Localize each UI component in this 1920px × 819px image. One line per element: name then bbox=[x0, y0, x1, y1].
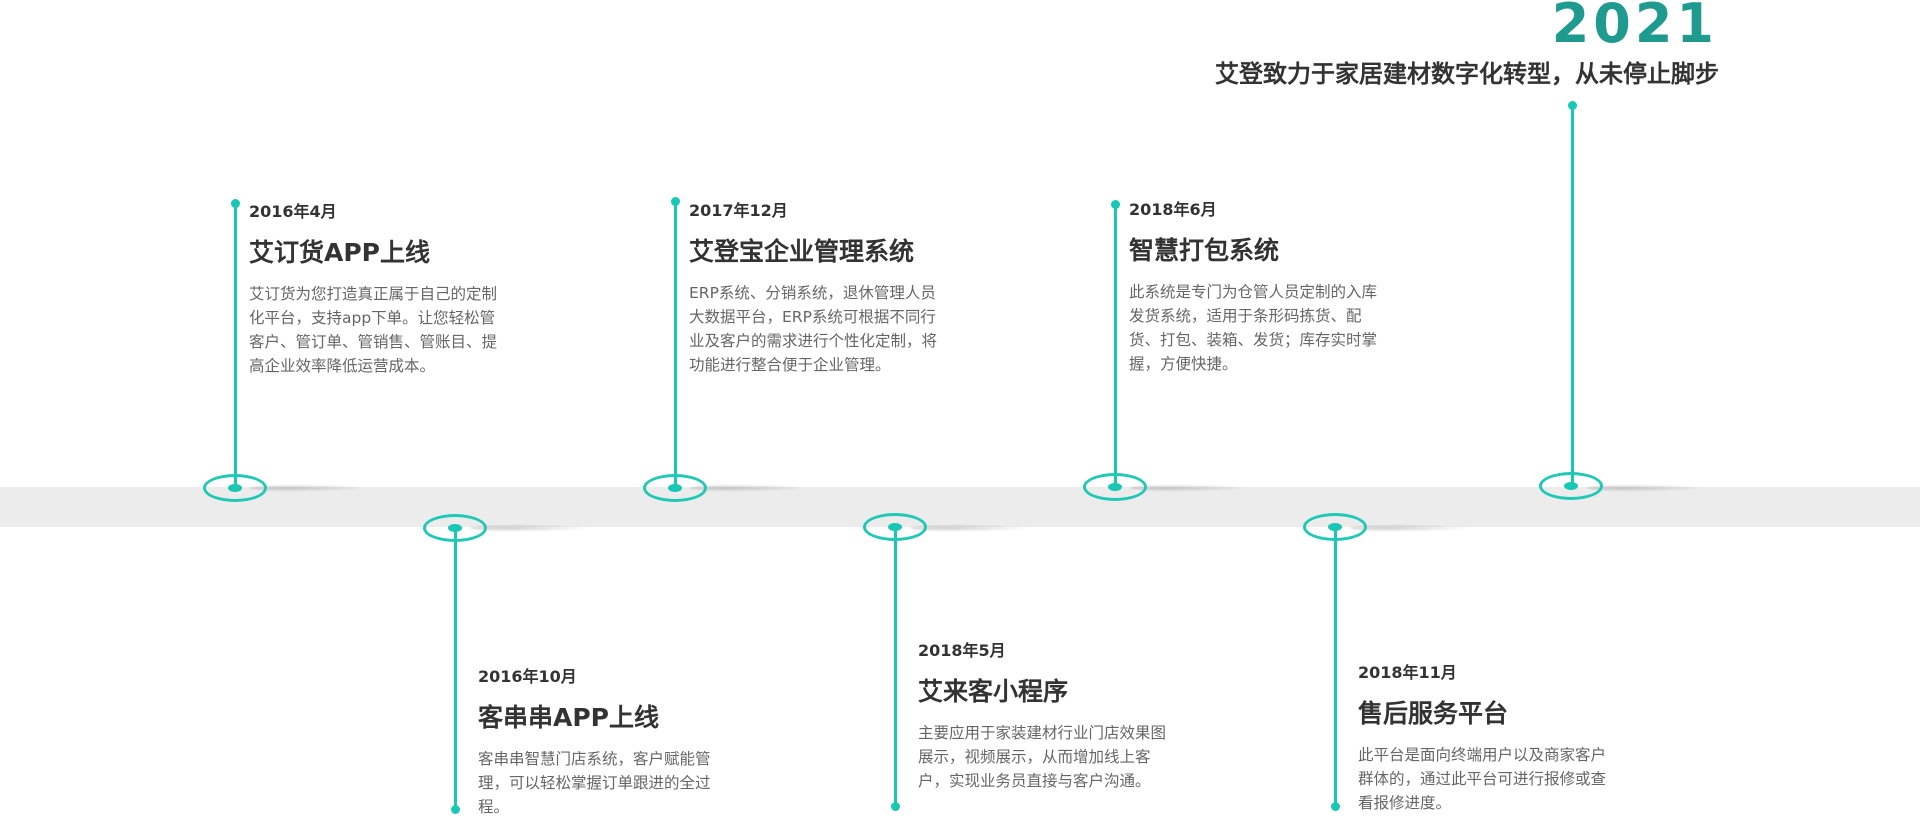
timeline-band bbox=[0, 487, 1920, 527]
milestone-5-shadow bbox=[1130, 484, 1250, 492]
milestone-2-description: 客串串智慧门店系统，客户赋能管理，可以轻松掌握订单跟进的全过程。 bbox=[478, 750, 711, 816]
milestone-2-stem bbox=[454, 528, 457, 808]
milestone-2021-stem bbox=[1571, 108, 1574, 487]
milestone-4-date: 2018年5月 bbox=[918, 641, 1006, 660]
milestone-3-marker[interactable] bbox=[643, 474, 707, 502]
milestone-1-card: 2016年4月 艾订货APP上线 艾订货为您打造真正属于自己的定制化平台，支持a… bbox=[249, 202, 499, 378]
milestone-6-date: 2018年11月 bbox=[1358, 663, 1457, 682]
milestone-2-date: 2016年10月 bbox=[478, 667, 577, 686]
milestone-6-card: 2018年11月 售后服务平台 此平台是面向终端用户以及商家客户群体的，通过此平… bbox=[1358, 663, 1608, 815]
year-heading: 2021 bbox=[1551, 0, 1718, 55]
milestone-3-title: 艾登宝企业管理系统 bbox=[689, 237, 915, 266]
milestone-1-stem-dot bbox=[231, 199, 240, 208]
milestone-3-stem-dot bbox=[671, 197, 680, 206]
milestone-4-stem bbox=[894, 528, 897, 806]
milestone-4-shadow bbox=[910, 524, 1030, 532]
milestone-4-stem-dot bbox=[891, 802, 900, 811]
milestone-1-title: 艾订货APP上线 bbox=[249, 238, 430, 267]
milestone-3-shadow bbox=[690, 484, 810, 492]
milestone-5-stem-dot bbox=[1111, 200, 1120, 209]
milestone-6-stem bbox=[1334, 528, 1337, 806]
milestone-5-stem bbox=[1114, 204, 1117, 487]
milestone-6-description: 此平台是面向终端用户以及商家客户群体的，通过此平台可进行报修或查看报修进度。 bbox=[1358, 746, 1607, 812]
milestone-1-description: 艾订货为您打造真正属于自己的定制化平台，支持app下单。让您轻松管客户、管订单、… bbox=[249, 285, 498, 375]
milestone-3-description: ERP系统、分销系统，退休管理人员大数据平台，ERP系统可根据不同行业及客户的需… bbox=[689, 284, 938, 374]
milestone-6-shadow bbox=[1350, 524, 1470, 532]
milestone-6-title: 售后服务平台 bbox=[1358, 699, 1509, 728]
milestone-2-shadow bbox=[470, 524, 590, 532]
milestone-3-card: 2017年12月 艾登宝企业管理系统 ERP系统、分销系统，退休管理人员大数据平… bbox=[689, 201, 939, 377]
milestone-4-title: 艾来客小程序 bbox=[918, 677, 1069, 706]
milestone-2-marker[interactable] bbox=[423, 514, 487, 542]
milestone-5-card: 2018年6月 智慧打包系统 此系统是专门为仓管人员定制的入库发货系统，适用于条… bbox=[1129, 200, 1379, 376]
milestone-5-description: 此系统是专门为仓管人员定制的入库发货系统，适用于条形码拣货、配货、打包、装箱、发… bbox=[1129, 283, 1378, 373]
milestone-1-stem bbox=[234, 204, 237, 487]
milestone-2-stem-dot bbox=[451, 805, 460, 814]
milestone-1-shadow bbox=[250, 484, 370, 492]
milestone-3-date: 2017年12月 bbox=[689, 201, 788, 220]
milestone-2021-shadow bbox=[1587, 484, 1707, 492]
milestone-6-stem-dot bbox=[1331, 802, 1340, 811]
milestone-5-date: 2018年6月 bbox=[1129, 200, 1217, 219]
milestone-6-marker[interactable] bbox=[1303, 513, 1367, 541]
milestone-1-date: 2016年4月 bbox=[249, 202, 337, 221]
slogan-text: 艾登致力于家居建材数字化转型，从未停止脚步 bbox=[1215, 60, 1719, 88]
milestone-2-title: 客串串APP上线 bbox=[478, 703, 659, 732]
milestone-2021-stem-dot bbox=[1568, 101, 1577, 110]
milestone-3-stem bbox=[674, 204, 677, 487]
milestone-4-description: 主要应用于家装建材行业门店效果图展示，视频展示，从而增加线上客户，实现业务员直接… bbox=[918, 724, 1167, 790]
milestone-4-marker[interactable] bbox=[863, 513, 927, 541]
milestone-2021-marker[interactable] bbox=[1539, 472, 1603, 500]
milestone-5-title: 智慧打包系统 bbox=[1129, 236, 1280, 265]
milestone-2-card: 2016年10月 客串串APP上线 客串串智慧门店系统，客户赋能管理，可以轻松掌… bbox=[478, 667, 728, 819]
milestone-1-marker[interactable] bbox=[203, 474, 267, 502]
milestone-4-card: 2018年5月 艾来客小程序 主要应用于家装建材行业门店效果图展示，视频展示，从… bbox=[918, 641, 1168, 793]
milestone-5-marker[interactable] bbox=[1083, 473, 1147, 501]
